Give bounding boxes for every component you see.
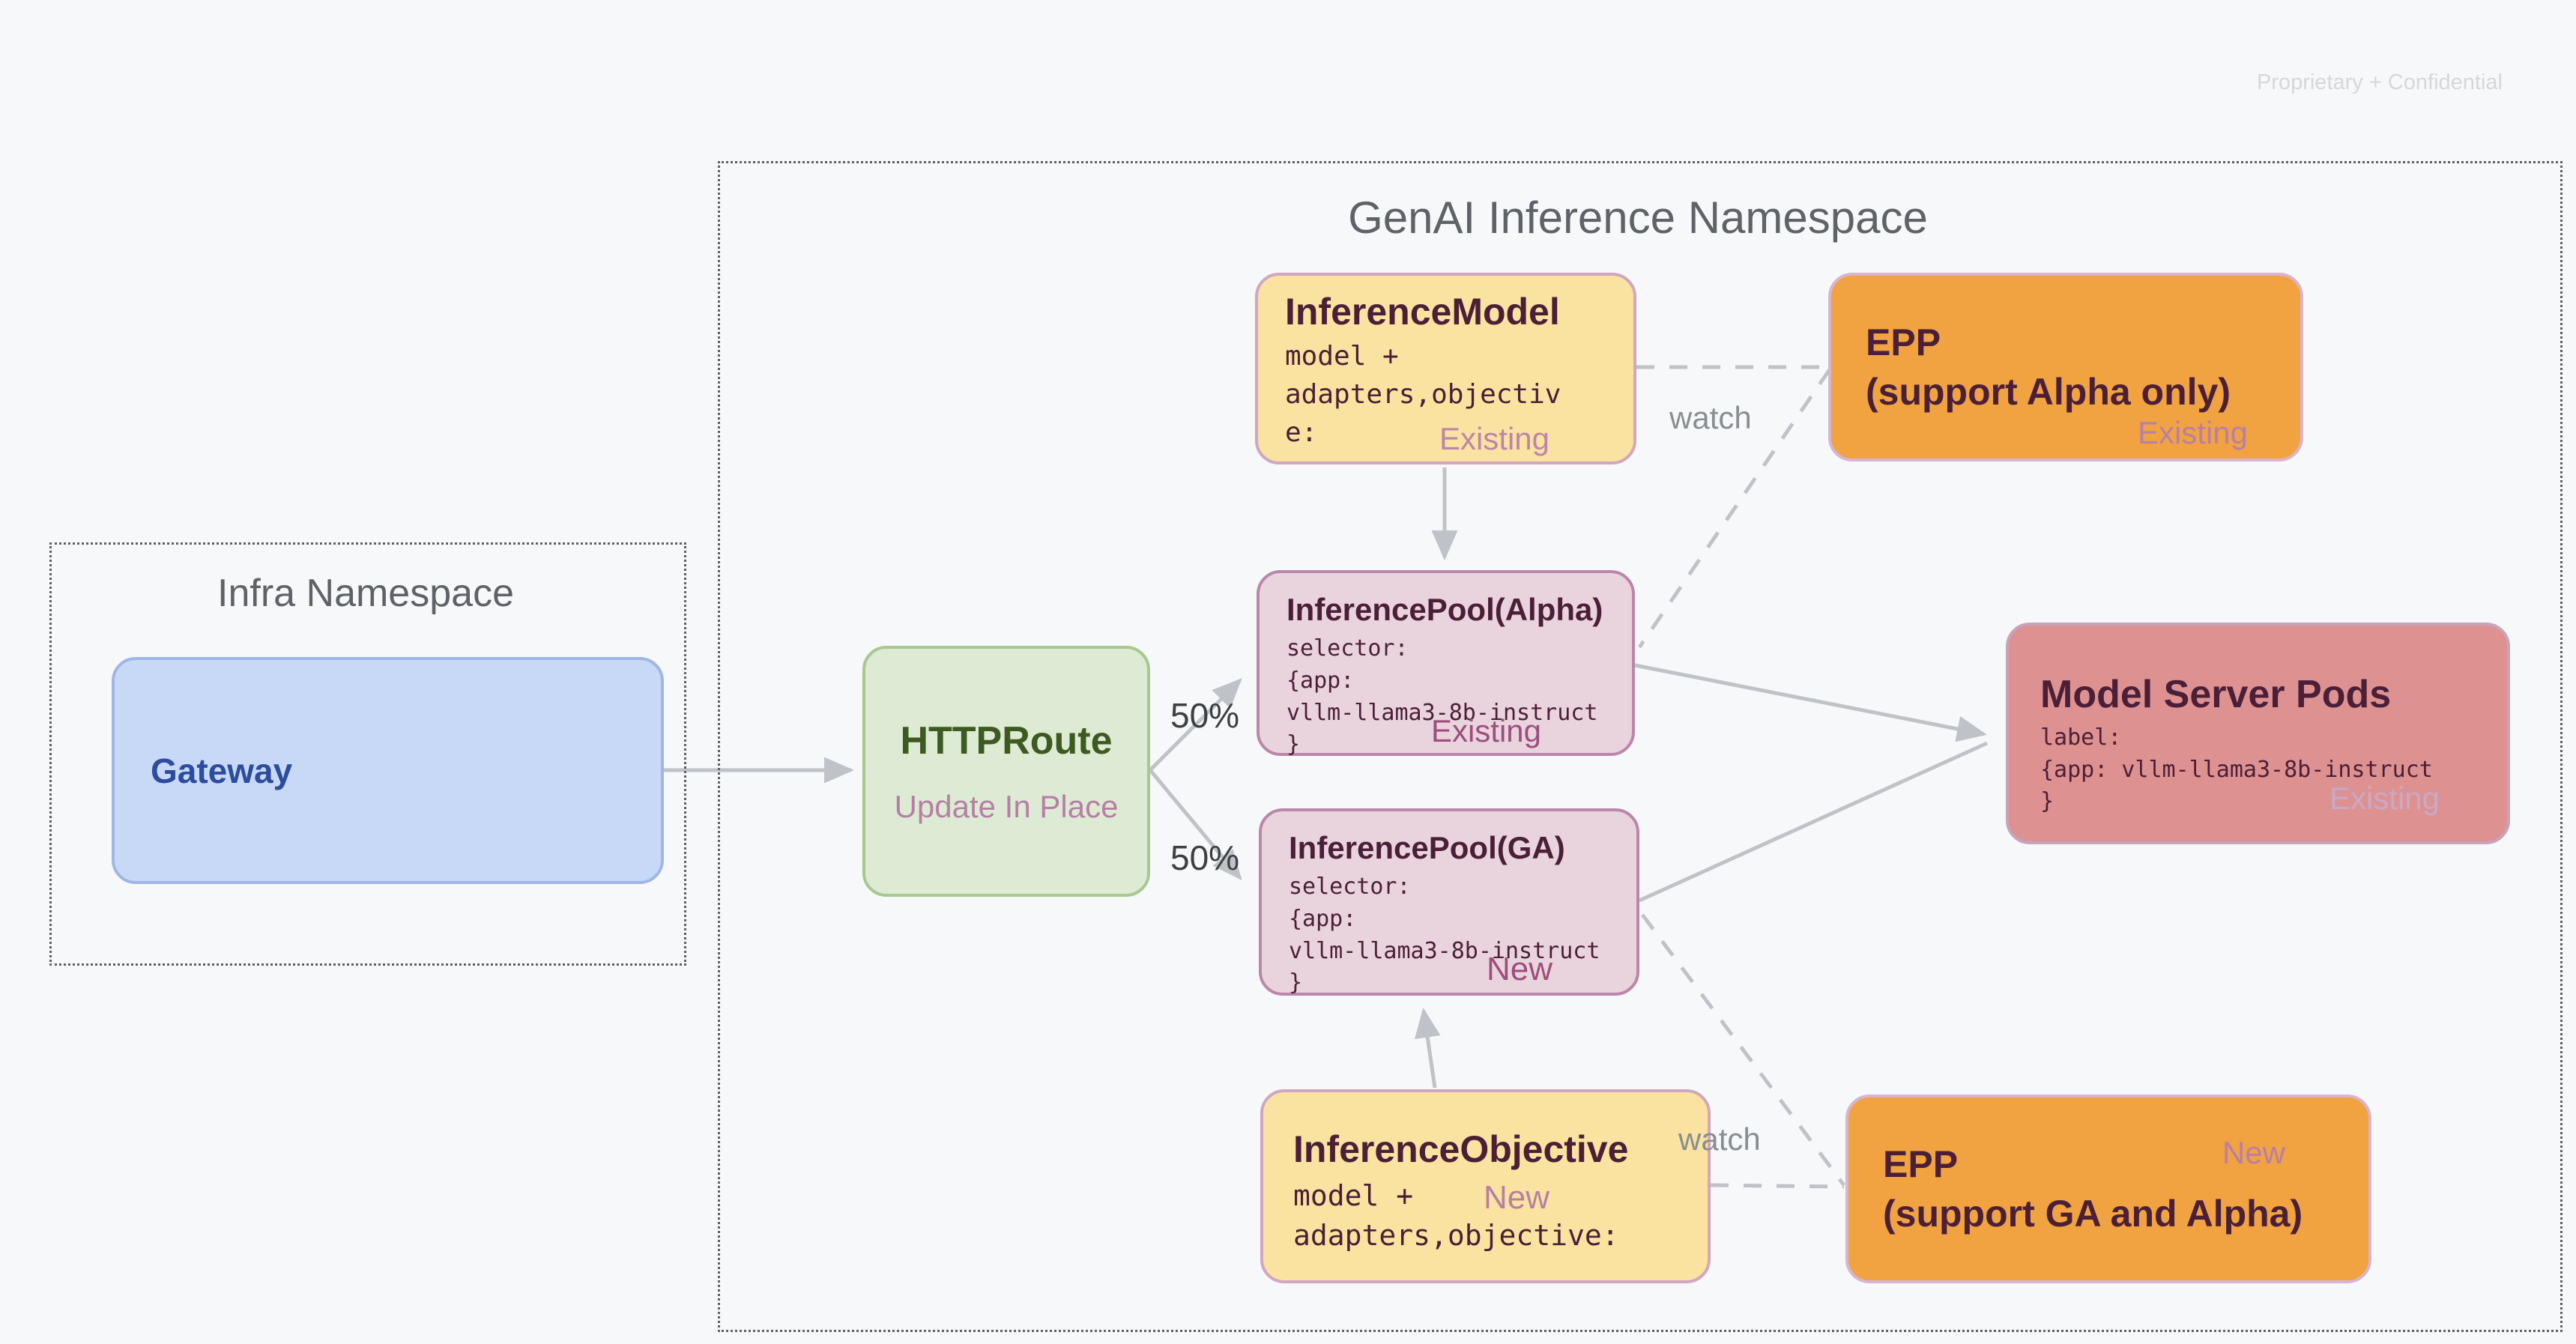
httproute-status: Update In Place xyxy=(894,788,1119,824)
split-percent-top-label: 50% xyxy=(1170,696,1240,735)
watch-bottom-label: watch xyxy=(1678,1121,1761,1157)
epp-ga-title: EPP (support GA and Alpha) xyxy=(1883,1143,2303,1235)
httproute-node: HTTPRoute Update In Place xyxy=(862,646,1150,897)
split-percent-bottom-label: 50% xyxy=(1170,838,1240,877)
arrow-httproute-to-pool-alpha xyxy=(1149,678,1242,772)
inference-pool-alpha-title: InferencePool(Alpha) xyxy=(1287,592,1603,627)
model-server-pods-status: Existing xyxy=(2329,781,2440,816)
inference-pool-ga-node: InferencePool(GA) selector: {app: vllm-l… xyxy=(1259,808,1639,996)
gateway-title: Gateway xyxy=(151,751,293,790)
arrow-inferenceobjective-to-pool-ga xyxy=(1414,1008,1441,1089)
inference-pool-ga-title: InferencePool(GA) xyxy=(1289,830,1565,865)
inference-model-status: Existing xyxy=(1439,421,1549,456)
model-server-pods-node: Model Server Pods label: {app: vllm-llam… xyxy=(2006,623,2510,844)
inference-pool-alpha-status: Existing xyxy=(1430,713,1541,748)
confidential-watermark: Proprietary + Confidential xyxy=(2256,70,2503,94)
dashed-epp-alpha-to-pool-alpha xyxy=(1637,368,1832,649)
watch-top-label: watch xyxy=(1669,400,1752,435)
arrow-pool-ga-to-model-server-pods xyxy=(1638,741,1989,903)
infra-namespace-title: Infra Namespace xyxy=(217,572,514,615)
genai-namespace-title: GenAI Inference Namespace xyxy=(1348,193,1928,243)
httproute-title: HTTPRoute xyxy=(900,718,1113,763)
model-server-pods-code: label: {app: vllm-llama3-8b-instruct } xyxy=(2040,724,2433,815)
inference-pool-alpha-code: selector: {app: vllm-llama3-8b-instruct … xyxy=(1287,635,1598,758)
inference-objective-node: InferenceObjective model + adapters,obje… xyxy=(1260,1089,1711,1283)
inference-model-node: InferenceModel model + adapters,objectiv… xyxy=(1255,273,1636,464)
genai-namespace-container xyxy=(718,161,2563,1332)
epp-alpha-status: Existing xyxy=(2137,415,2248,450)
inference-objective-code: model + adapters,objective: xyxy=(1293,1178,1619,1253)
model-server-pods-title: Model Server Pods xyxy=(2040,673,2392,716)
dashed-pool-ga-to-epp-ga xyxy=(1640,913,1846,1187)
inference-pool-ga-status: New xyxy=(1486,951,1552,987)
inference-pool-ga-code: selector: {app: vllm-llama3-8b-instruct … xyxy=(1289,874,1600,996)
inference-model-title: InferenceModel xyxy=(1285,291,1560,333)
infra-namespace-container xyxy=(49,542,686,966)
epp-alpha-title: EPP (support Alpha only) xyxy=(1866,321,2231,413)
epp-alpha-node: EPP (support Alpha only) Existing xyxy=(1828,273,2303,461)
inference-objective-title: InferenceObjective xyxy=(1293,1128,1629,1170)
arrow-pool-alpha-to-model-server-pods xyxy=(1634,663,1987,742)
inference-pool-alpha-node: InferencePool(Alpha) selector: {app: vll… xyxy=(1257,570,1635,757)
arrow-httproute-to-pool-ga xyxy=(1149,769,1242,881)
inference-model-code: model + adapters,objectiv e: xyxy=(1285,340,1561,448)
inference-objective-status: New xyxy=(1484,1179,1550,1216)
dashed-inferenceobjective-to-epp-ga xyxy=(1710,1183,1845,1189)
gateway-node: Gateway xyxy=(112,657,664,884)
epp-ga-status: New xyxy=(2222,1135,2285,1170)
epp-ga-node: EPP (support GA and Alpha) New xyxy=(1845,1095,2371,1283)
